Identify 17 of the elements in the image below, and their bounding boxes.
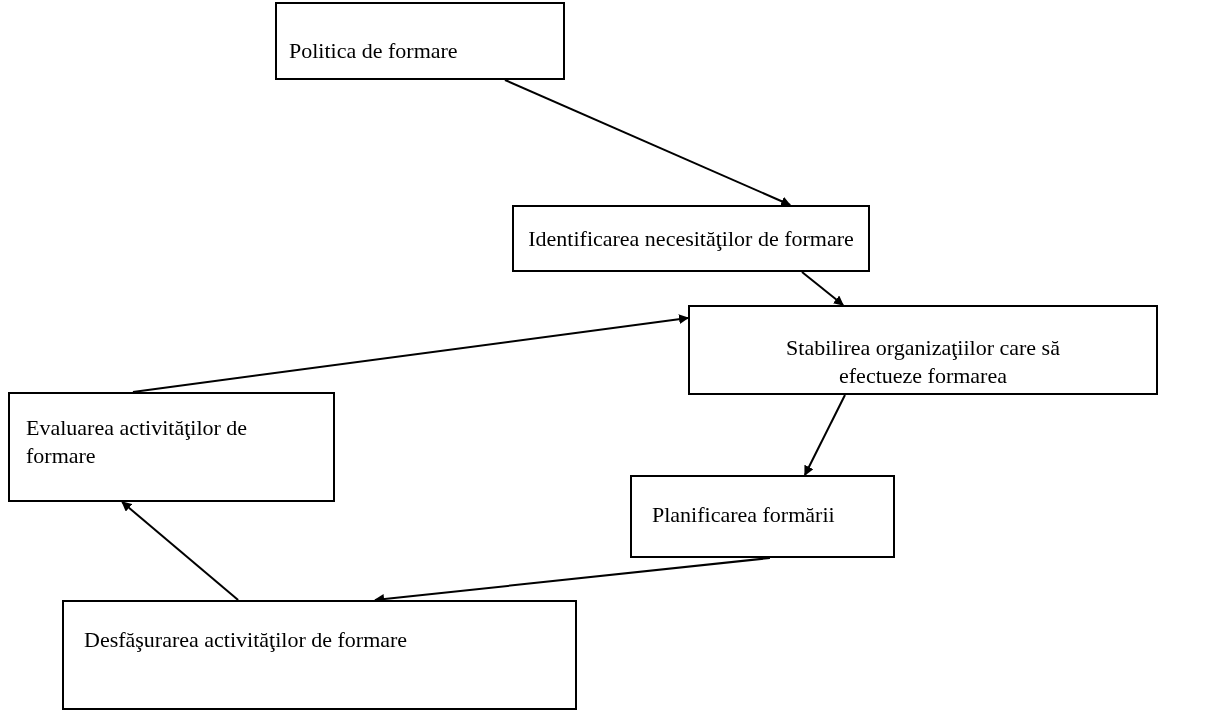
process-box (275, 2, 565, 80)
arrow (121, 501, 240, 601)
process-box (8, 392, 335, 502)
arrow (131, 314, 689, 393)
box-label: Stabilirea organizaţiilor care să efectueze formarea (785, 334, 1061, 390)
box-label: Evaluarea activităţilor de formare (26, 414, 249, 470)
arrow (801, 271, 845, 306)
box-label: Politica de formare (289, 37, 458, 65)
box-label: Planificarea formării (652, 501, 835, 529)
process-box (62, 600, 577, 710)
arrow (503, 79, 792, 206)
process-box (512, 205, 870, 272)
process-box (630, 475, 895, 558)
process-box (688, 305, 1158, 395)
box-label: Desfăşurarea activităţilor de formare (84, 626, 408, 654)
arrow (803, 394, 846, 476)
box-label: Identificarea necesităţilor de formare (528, 224, 854, 253)
